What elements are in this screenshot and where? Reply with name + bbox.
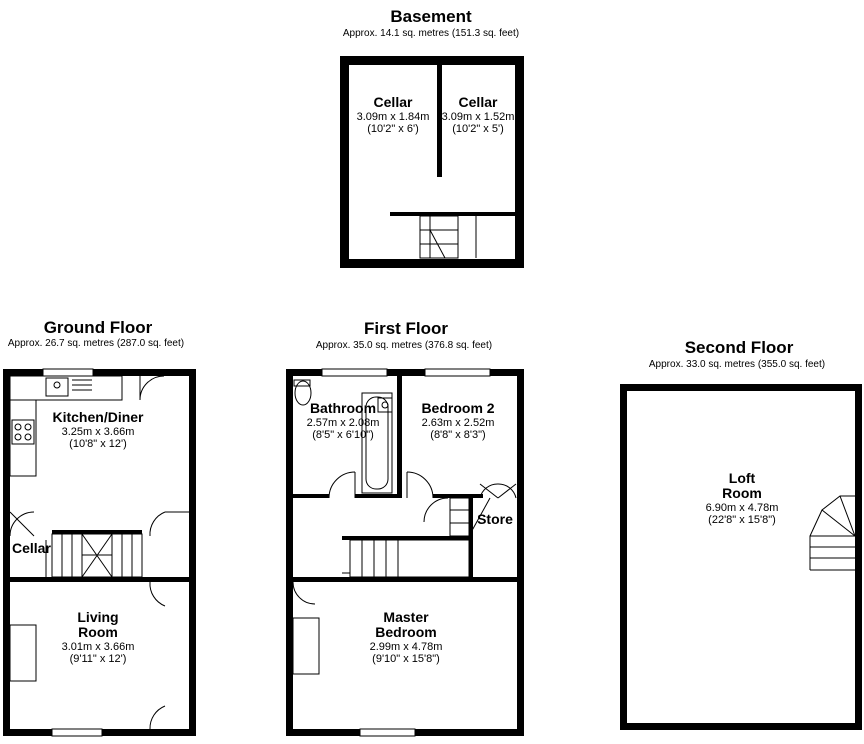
living-room-label: Living Room 3.01m x 3.66m (9'11" x 12') xyxy=(62,609,135,665)
basement-walls xyxy=(340,56,524,268)
basement-stair xyxy=(419,215,477,259)
second-floor-title: Second Floor xyxy=(685,338,794,357)
room-name: Cellar xyxy=(459,94,498,110)
room-metric: 2.63m x 2.52m xyxy=(422,417,495,429)
basement-cellar-1-label: Cellar 3.09m x 1.84m (10'2" x 6') xyxy=(357,94,430,135)
second-floor-walls xyxy=(620,384,862,730)
room-name: Bathroom xyxy=(310,400,376,416)
room-metric: 2.57m x 2.08m xyxy=(307,417,380,429)
loft-room-label: Loft Room 6.90m x 4.78m (22'8" x 15'8") xyxy=(706,470,779,526)
basement-plan: Basement Approx. 14.1 sq. metres (151.3 … xyxy=(340,7,524,268)
room-imperial: (9'10" x 15'8") xyxy=(372,653,440,665)
kitchen-diner-label: Kitchen/Diner 3.25m x 3.66m (10'8" x 12'… xyxy=(52,409,144,450)
ground-cellar-label: Cellar xyxy=(12,540,51,556)
room-metric: 3.25m x 3.66m xyxy=(62,426,135,438)
room-name: Bedroom 2 xyxy=(421,400,494,416)
ground-floor-doors xyxy=(9,375,189,730)
first-floor-title: First Floor xyxy=(364,319,448,338)
room-imperial: (9'11" x 12') xyxy=(70,653,127,665)
room-name: Kitchen/Diner xyxy=(52,409,144,425)
room-name-line1: Loft xyxy=(729,470,756,486)
second-floor-area: Approx. 33.0 sq. metres (355.0 sq. feet) xyxy=(649,359,825,370)
room-name-line1: Living xyxy=(77,609,118,625)
room-name-line2: Room xyxy=(722,485,762,501)
room-imperial: (10'8" x 12') xyxy=(69,438,127,450)
bathroom-label: Bathroom 2.57m x 2.08m (8'5" x 6'10") xyxy=(307,400,380,441)
master-bedroom-fireplace xyxy=(292,617,320,675)
ground-floor-plan: Ground Floor Approx. 26.7 sq. metres (28… xyxy=(3,318,196,737)
room-imperial: (22'8" x 15'8") xyxy=(708,514,776,526)
room-name-line2: Bedroom xyxy=(375,624,436,640)
room-metric: 2.99m x 4.78m xyxy=(370,641,443,653)
bathroom-window xyxy=(321,368,388,377)
living-room-window xyxy=(51,728,103,737)
ground-floor-stairs xyxy=(45,533,143,578)
room-metric: 3.01m x 3.66m xyxy=(62,641,135,653)
basement-title: Basement xyxy=(390,7,472,26)
room-imperial: (10'2" x 5') xyxy=(452,123,504,135)
bathroom-fittings xyxy=(293,379,393,494)
room-name-line2: Room xyxy=(78,624,118,640)
bedroom-2-window xyxy=(424,368,491,377)
room-metric: 3.09m x 1.52m xyxy=(442,111,515,123)
basement-cellar-2-label: Cellar 3.09m x 1.52m (10'2" x 5') xyxy=(442,94,515,135)
first-floor-stairs xyxy=(342,497,491,578)
basement-area: Approx. 14.1 sq. metres (151.3 sq. feet) xyxy=(343,28,519,39)
store-label: Store xyxy=(477,511,513,527)
room-metric: 3.09m x 1.84m xyxy=(357,111,430,123)
ground-floor-title: Ground Floor xyxy=(44,318,153,337)
bedroom-2-label: Bedroom 2 2.63m x 2.52m (8'8" x 8'3") xyxy=(421,400,494,441)
room-name-line1: Master xyxy=(383,609,429,625)
room-imperial: (8'8" x 8'3") xyxy=(430,429,485,441)
master-bedroom-label: Master Bedroom 2.99m x 4.78m (9'10" x 15… xyxy=(370,609,443,665)
room-imperial: (10'2" x 6') xyxy=(367,123,419,135)
kitchen-window xyxy=(42,368,94,377)
room-metric: 6.90m x 4.78m xyxy=(706,502,779,514)
kitchen-units xyxy=(9,375,123,477)
room-name: Cellar xyxy=(374,94,413,110)
second-floor-plan: Second Floor Approx. 33.0 sq. metres (35… xyxy=(620,338,862,730)
first-floor-doors xyxy=(292,471,517,605)
loft-stairs xyxy=(809,495,856,571)
first-floor-plan: First Floor Approx. 35.0 sq. metres (376… xyxy=(286,319,524,737)
first-floor-area: Approx. 35.0 sq. metres (376.8 sq. feet) xyxy=(316,340,492,351)
master-bedroom-window xyxy=(359,728,416,737)
living-room-fireplace xyxy=(9,624,37,682)
room-imperial: (8'5" x 6'10") xyxy=(312,429,374,441)
ground-floor-area: Approx. 26.7 sq. metres (287.0 sq. feet) xyxy=(8,338,184,349)
